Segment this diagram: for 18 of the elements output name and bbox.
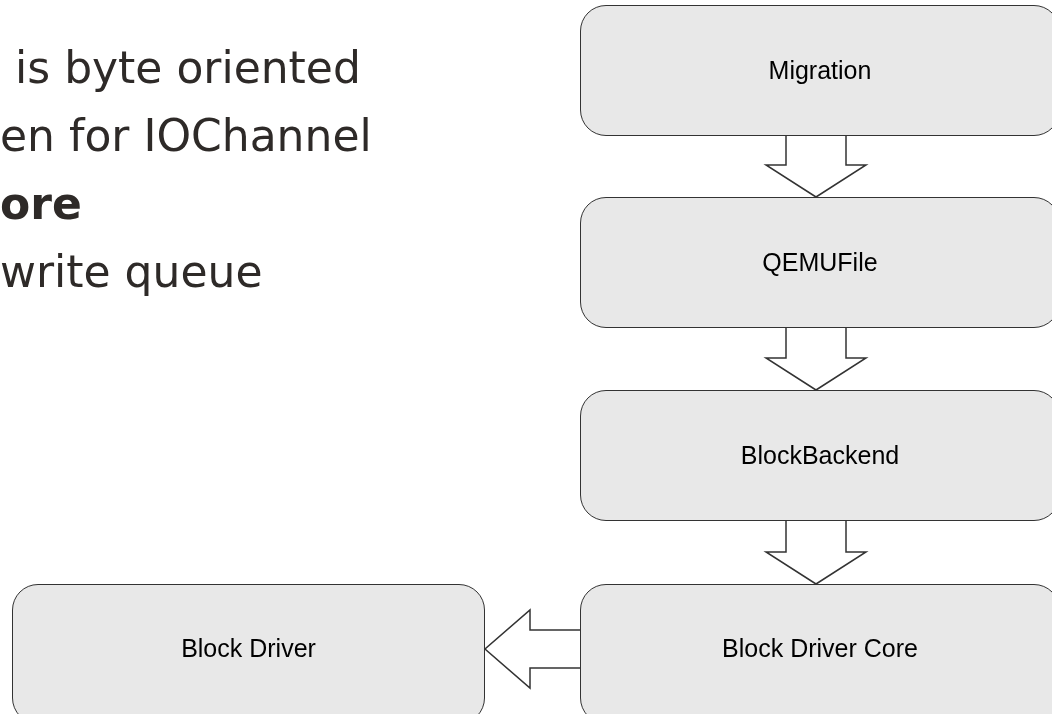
process-box [580, 390, 1052, 521]
bullet-text: is byte oriented [15, 41, 361, 95]
block-arrow [483, 608, 581, 690]
block-arrow [763, 327, 869, 391]
box-label: Block Driver Core [722, 633, 918, 665]
box-label: BlockBackend [740, 439, 900, 471]
bullet-text: en for IOChannel [0, 109, 372, 163]
process-box [580, 584, 1052, 714]
process-box [12, 584, 485, 714]
bullet-text: ore [0, 177, 82, 231]
bullet-text: write queue [0, 245, 263, 299]
process-box [580, 5, 1052, 136]
box-label: Migration [768, 54, 872, 86]
process-box [580, 197, 1052, 328]
block-arrow [763, 135, 869, 198]
box-label: Block Driver [181, 633, 316, 665]
block-arrow [763, 520, 869, 585]
box-label: QEMUFile [762, 246, 878, 278]
